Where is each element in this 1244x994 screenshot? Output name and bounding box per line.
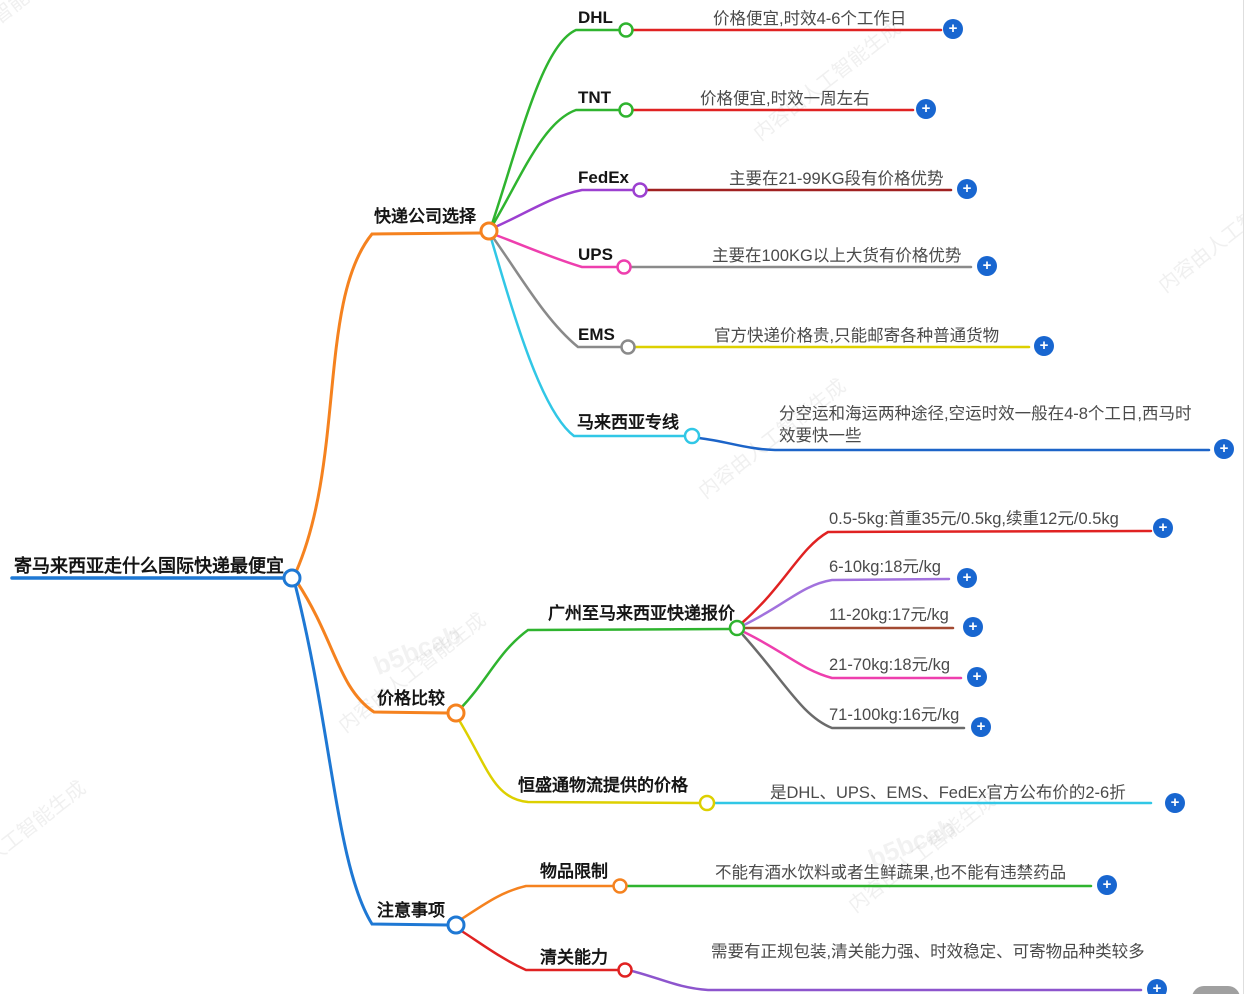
edge-company-tnt [490,108,620,228]
edge-company-ups [491,232,618,269]
leaf-ems-desc[interactable]: 官方快递价格贵,只能邮寄各种普通货物 [714,327,1000,345]
node-circle-company[interactable] [479,221,499,241]
expand-button-dhl[interactable]: + [943,19,963,39]
leaf-item-limit-desc[interactable]: 不能有酒水饮料或者生鲜蔬果,也不能有违禁药品 [715,864,1067,882]
node-ems-label[interactable]: EMS [578,325,615,344]
expand-button-rate1[interactable]: + [1153,518,1173,538]
leaf-rate-row[interactable]: 6-10kg:18元/kg [829,558,941,576]
leaf-customs-desc[interactable]: 需要有正规包装,清关能力强、时效稳定、可寄物品种类较多 [711,943,1145,961]
leaf-rate-row[interactable]: 11-20kg:17元/kg [829,606,949,624]
leaf-dhl-desc[interactable]: 价格便宜,时效4-6个工作日 [713,10,907,28]
node-circle-dhl[interactable] [618,22,634,38]
expand-button-rate2[interactable]: + [957,568,977,588]
node-circle-special-line[interactable] [683,427,701,445]
expand-button-ems[interactable]: + [1034,336,1054,356]
edge-root-notes [293,582,450,927]
node-ups-label[interactable]: UPS [578,245,613,264]
node-circle-customs[interactable] [617,962,633,978]
node-circle-hst[interactable] [698,794,716,812]
leaf-rate-row[interactable]: 71-100kg:16元/kg [829,706,960,724]
node-circle-fedex[interactable] [632,182,648,198]
edge-notes-customs [458,928,619,972]
expand-button-rate4[interactable]: + [967,667,987,687]
edge-gz-rate4 [742,630,963,680]
node-circle-gz[interactable] [728,619,746,637]
leaf-special-line-desc[interactable]: 分空运和海运两种途径,空运时效一般在4-8个工日,西马时效要快一些 [779,405,1192,445]
node-customs-label[interactable]: 清关能力 [540,948,608,967]
expand-button-customs[interactable]: + [1147,979,1167,994]
expand-button-special-line[interactable]: + [1214,439,1234,459]
node-circle-limit[interactable] [612,878,628,894]
leaf-tnt-desc[interactable]: 价格便宜,时效一周左右 [700,90,870,108]
edge-special-line-desc [697,436,1211,452]
root-node-label[interactable]: 寄马来西亚走什么国际快递最便宜 [14,556,284,576]
edge-gz-rate2 [742,577,951,627]
node-circle-ems[interactable] [620,339,636,355]
leaf-hst-desc[interactable]: 是DHL、UPS、EMS、FedEx官方公布价的2-6折 [770,784,1126,802]
branch-price-label[interactable]: 价格比较 [377,689,445,708]
edge-price-hst [457,718,701,805]
expand-button-item-limit[interactable]: + [1097,875,1117,895]
edge-root-company [294,231,483,574]
branch-notes-label[interactable]: 注意事项 [377,901,445,920]
node-special-line-label[interactable]: 马来西亚专线 [577,413,679,432]
node-tnt-label[interactable]: TNT [578,88,612,107]
node-circle-price[interactable] [446,703,466,723]
edge-customs-desc [630,969,1143,992]
expand-button-hst[interactable]: + [1165,793,1185,813]
expand-button-rate3[interactable]: + [963,617,983,637]
edge-company-fedex [491,188,634,230]
leaf-fedex-desc[interactable]: 主要在21-99KG段有价格优势 [729,170,944,188]
node-dhl-label[interactable]: DHL [578,8,613,27]
edge-gz-rate5 [741,633,966,730]
leaf-ups-desc[interactable]: 主要在100KG以上大货有价格优势 [712,247,962,265]
edge-price-gz [458,627,731,711]
expand-button-rate5[interactable]: + [971,717,991,737]
edge-company-dhl [490,28,620,226]
branch-company-label[interactable]: 快递公司选择 [374,207,476,226]
edge-root-price [295,580,450,715]
node-circle-ups[interactable] [616,259,632,275]
node-circle-notes[interactable] [446,915,466,935]
expand-button-ups[interactable]: + [977,256,997,276]
edge-notes-limit [458,884,614,922]
edge-company-ems [490,234,622,349]
expand-button-tnt[interactable]: + [916,99,936,119]
bottom-edge-control [1192,986,1240,994]
node-hst-label[interactable]: 恒盛通物流提供的价格 [518,776,688,795]
node-item-limit-label[interactable]: 物品限制 [540,862,608,881]
node-fedex-label[interactable]: FedEx [578,168,630,187]
leaf-rate-row[interactable]: 21-70kg:18元/kg [829,656,951,674]
node-circle-tnt[interactable] [618,102,634,118]
leaf-rate-row[interactable]: 0.5-5kg:首重35元/0.5kg,续重12元/0.5kg [829,510,1119,528]
expand-button-fedex[interactable]: + [957,179,977,199]
edge-company-special-line [489,236,686,438]
node-circle-root[interactable] [282,568,302,588]
edge-gz-rate1 [741,529,1153,624]
node-gz-quote-label[interactable]: 广州至马来西亚快递报价 [548,604,735,623]
